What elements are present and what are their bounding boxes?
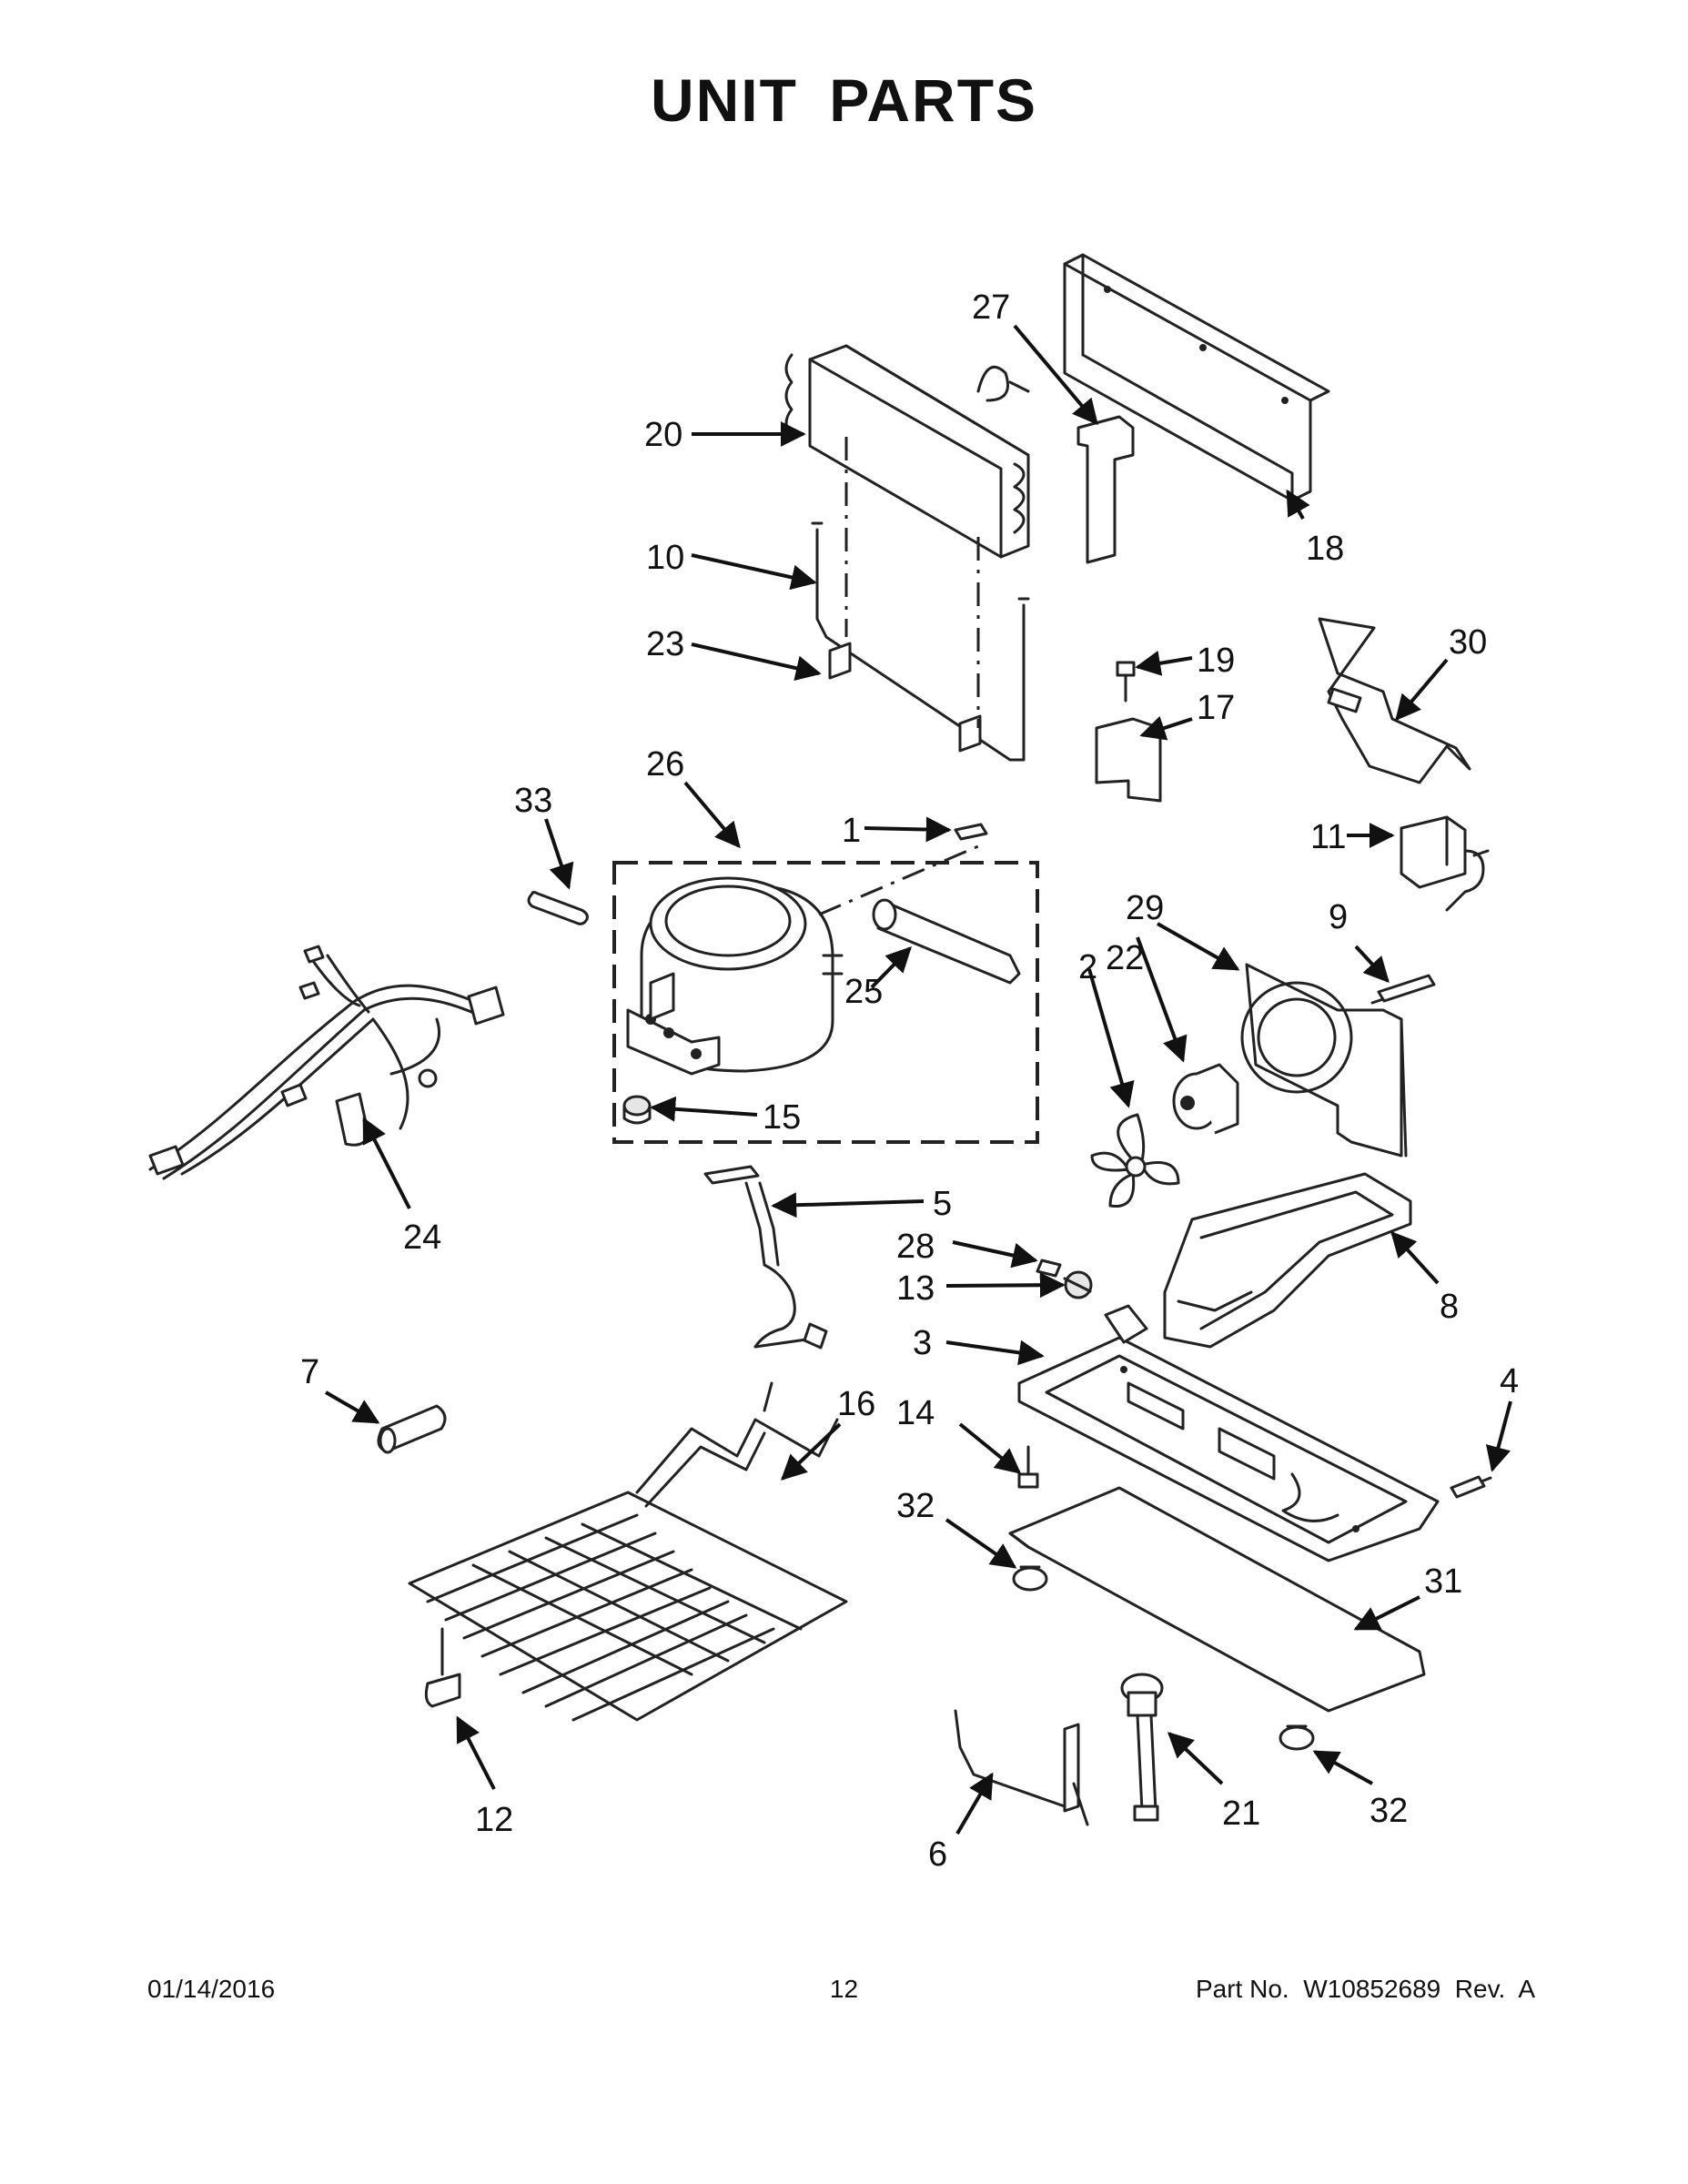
screw-9-part <box>1370 974 1436 1005</box>
foot-32a-part <box>1012 1565 1048 1592</box>
callout-9: 9 <box>1329 898 1348 936</box>
callout-16: 16 <box>837 1385 875 1423</box>
fan-motor-part <box>1172 1063 1239 1135</box>
callout-28: 28 <box>896 1228 935 1266</box>
callout-29: 29 <box>1126 889 1164 927</box>
fan-shroud-part <box>1240 963 1408 1158</box>
defrost-heater-part <box>811 437 1030 762</box>
drain-tube-part <box>703 1165 828 1350</box>
grommet-13-part <box>1063 1270 1093 1299</box>
tube-7-part <box>377 1404 447 1454</box>
callout-14: 14 <box>896 1394 935 1432</box>
footer-date: 01/14/2016 <box>147 1975 276 2003</box>
strip-part <box>1076 415 1135 564</box>
callout-4: 4 <box>1500 1362 1519 1400</box>
clip-12-part <box>424 1627 461 1708</box>
compressor-assembly <box>612 823 1039 1144</box>
callout-18: 18 <box>1306 530 1344 568</box>
callout-23: 23 <box>646 625 684 663</box>
callout-15: 15 <box>763 1098 801 1137</box>
callout-33: 33 <box>514 782 552 820</box>
sensor-21-part <box>1120 1673 1164 1822</box>
callout-13: 13 <box>896 1269 935 1308</box>
screw-4-part <box>1450 1475 1492 1499</box>
fan-blade-part <box>1090 1113 1180 1208</box>
leader-arrows <box>324 324 1512 1835</box>
page-title: UNIT PARTS <box>650 66 1038 134</box>
screw-14-part <box>1017 1445 1039 1489</box>
wiring-harness-part <box>148 945 505 1180</box>
footer-page-number: 12 <box>829 1975 859 2003</box>
evaporator-part <box>784 344 1030 559</box>
callout-19: 19 <box>1197 642 1235 680</box>
callout-17: 17 <box>1197 689 1235 727</box>
screw-19-part <box>1116 661 1136 703</box>
callout-27: 27 <box>972 288 1010 327</box>
strap-part <box>527 891 589 925</box>
callout-31: 31 <box>1424 1562 1462 1601</box>
foot-32b-part <box>1279 1724 1315 1751</box>
drain-pan-part <box>1163 1172 1412 1349</box>
callout-1: 1 <box>842 812 861 850</box>
condenser-coil-part <box>408 1381 848 1722</box>
callout-7: 7 <box>300 1353 319 1391</box>
tube-part <box>1318 617 1471 784</box>
callout-20: 20 <box>644 416 682 454</box>
callout-32a: 32 <box>896 1487 935 1525</box>
callout-25: 25 <box>844 973 883 1011</box>
insulation-sheet-part <box>1008 1486 1426 1713</box>
bushing-28-part <box>1036 1259 1062 1278</box>
callout-21: 21 <box>1222 1795 1260 1833</box>
thermistor-6-part <box>954 1709 1089 1826</box>
callout-12: 12 <box>475 1801 513 1839</box>
callout-24: 24 <box>403 1218 441 1257</box>
callout-8: 8 <box>1440 1288 1459 1326</box>
footer-part-number: Part No. W10852689 Rev. A <box>1195 1975 1535 2003</box>
callout-30: 30 <box>1449 623 1487 662</box>
relay-part <box>1400 815 1490 912</box>
base-plate-part <box>1017 1304 1440 1562</box>
callout-3: 3 <box>913 1324 932 1362</box>
callout-22: 22 <box>1106 939 1144 977</box>
callout-10: 10 <box>646 539 684 577</box>
callout-2: 2 <box>1078 948 1097 986</box>
callout-32b: 32 <box>1370 1792 1408 1830</box>
callout-26: 26 <box>646 745 684 784</box>
callout-labels: 20 10 23 27 18 30 19 17 11 26 1 33 25 15… <box>300 288 1519 1874</box>
callout-11: 11 <box>1310 818 1346 856</box>
callout-6: 6 <box>928 1835 947 1874</box>
callout-5: 5 <box>933 1185 952 1223</box>
